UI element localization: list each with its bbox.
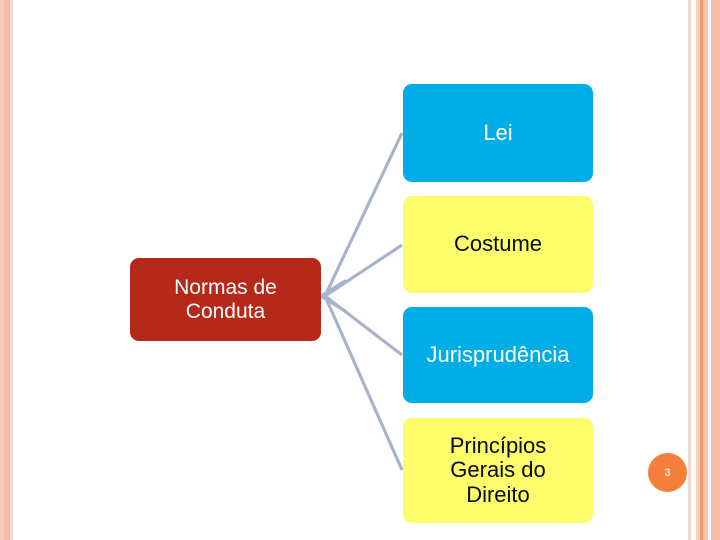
left-border-stripe-3	[10, 0, 13, 540]
right-border-stripe-7	[711, 0, 720, 540]
right-border-stripe-5	[703, 0, 708, 540]
node-principios-gerais-do-direito[interactable]: Princípios Gerais do Direito	[403, 418, 593, 523]
connector-line-principios	[323, 295, 404, 471]
left-border-stripe-2	[4, 0, 10, 540]
right-border-stripe-2	[691, 0, 696, 540]
node-costume[interactable]: Costume	[403, 196, 593, 293]
right-border-stripe-4	[700, 0, 703, 540]
node-jurisprudencia[interactable]: Jurisprudência	[403, 307, 593, 403]
connector-line-lei	[323, 132, 404, 297]
node-lei[interactable]: Lei	[403, 84, 593, 182]
page-number-badge: 3	[648, 453, 687, 492]
left-border-stripe-1	[0, 0, 4, 540]
right-border-stripe-3	[696, 0, 700, 540]
right-border-stripe-6	[708, 0, 711, 540]
right-border-stripe-1	[688, 0, 691, 540]
connector-line-costume	[324, 243, 403, 298]
connector-arrowhead	[319, 279, 347, 313]
node-normas-de-conduta[interactable]: Normas de Conduta	[130, 258, 321, 341]
